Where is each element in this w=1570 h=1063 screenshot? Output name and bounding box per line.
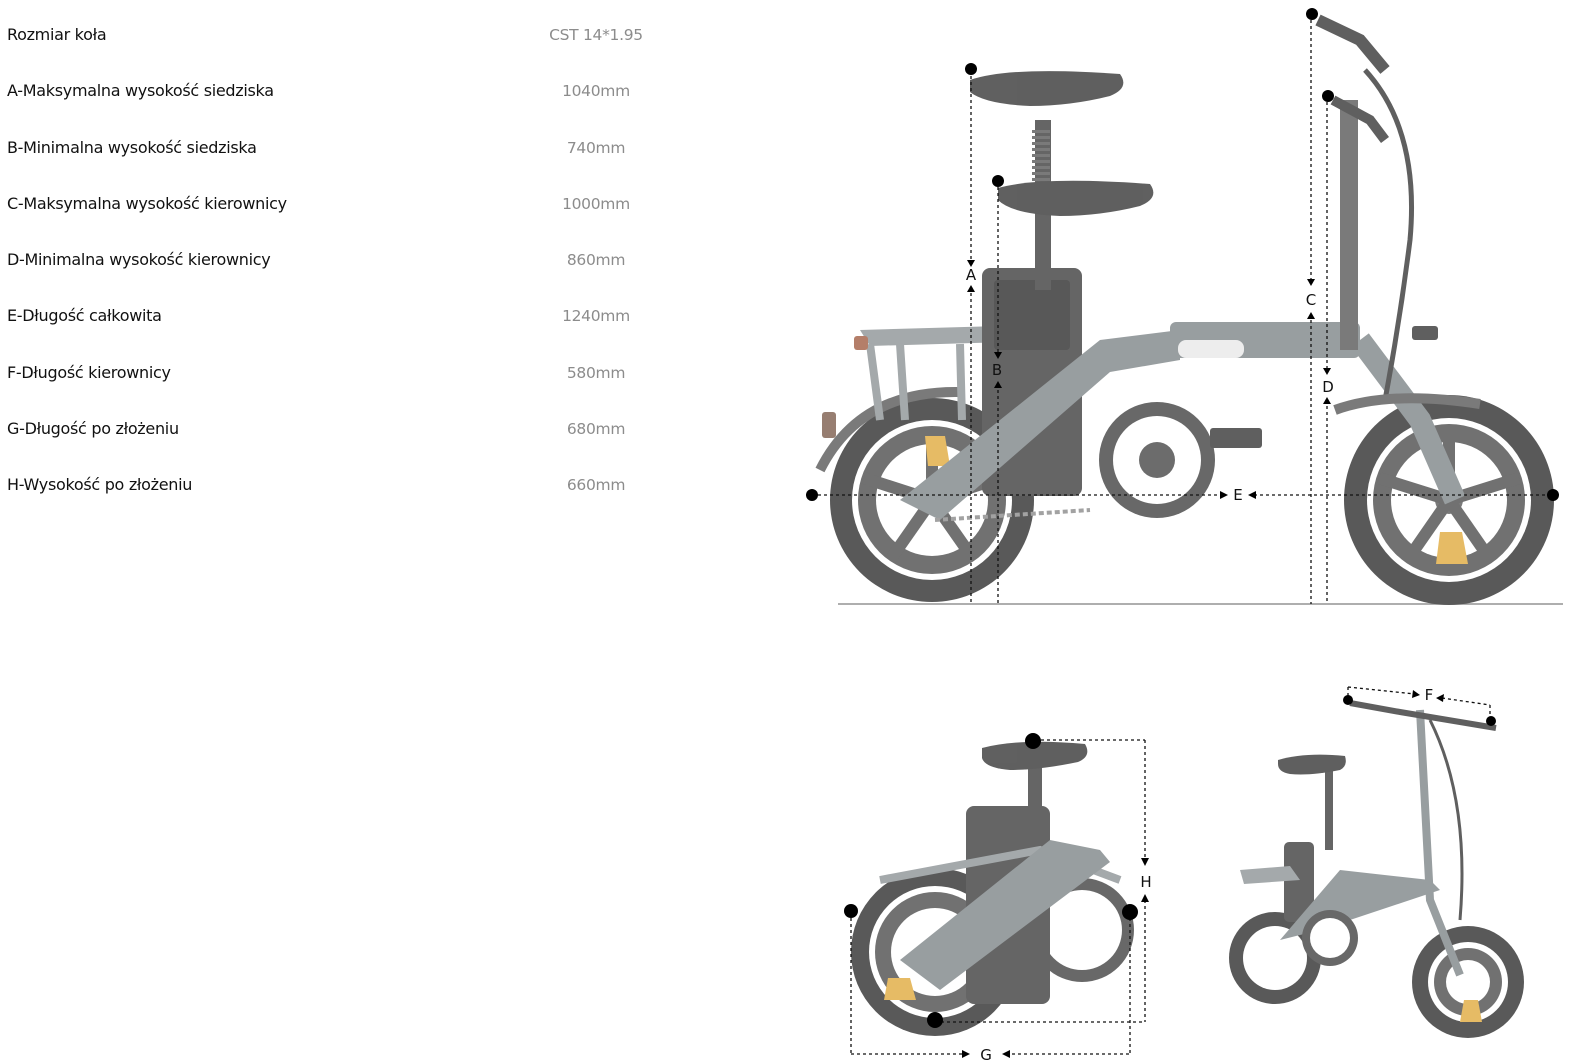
spec-value: 680mm — [566, 420, 626, 438]
spec-value: 1240mm — [562, 307, 630, 325]
marker-G: G — [980, 1046, 992, 1063]
spec-label: D-Minimalna wysokość kierownicy — [7, 250, 271, 269]
marker-C: C — [1306, 291, 1316, 309]
spec-value: 1000mm — [562, 195, 630, 213]
spec-label: Rozmiar koła — [7, 25, 107, 44]
folded-dimension-lines — [850, 739, 1146, 1055]
handlebar-view-bike — [1229, 700, 1524, 1038]
spec-row: F-Długość kierownicy 580mm — [0, 358, 700, 388]
spec-row: A-Maksymalna wysokość siedziska 1040mm — [0, 76, 700, 106]
dimension-lines — [812, 14, 1553, 604]
spec-value: 660mm — [566, 476, 626, 494]
folded-bike — [851, 741, 1134, 1036]
spec-label: A-Maksymalna wysokość siedziska — [7, 81, 274, 100]
handlebar-dimension-endpoints — [1343, 690, 1496, 726]
spec-label: C-Maksymalna wysokość kierownicy — [7, 194, 287, 213]
spec-row: C-Maksymalna wysokość kierownicy 1000mm — [0, 189, 700, 219]
spec-label: B-Minimalna wysokość siedziska — [7, 138, 257, 157]
spec-row: H-Wysokość po złożeniu 660mm — [0, 470, 700, 500]
spec-row: B-Minimalna wysokość siedziska 740mm — [0, 133, 700, 163]
spec-label: F-Długość kierownicy — [7, 363, 171, 382]
spec-value: CST 14*1.95 — [549, 26, 643, 44]
folded-dimension-endpoints — [844, 733, 1149, 1058]
marker-F: F — [1425, 686, 1434, 704]
marker-B: B — [992, 361, 1002, 379]
spec-label: G-Długość po złożeniu — [7, 419, 179, 438]
marker-A: A — [966, 266, 977, 284]
bike-side-view — [815, 14, 1563, 605]
marker-H: H — [1140, 873, 1151, 891]
dimension-endpoints — [806, 8, 1559, 501]
spec-label: H-Wysokość po złożeniu — [7, 475, 193, 494]
marker-E: E — [1233, 486, 1242, 504]
spec-row: D-Minimalna wysokość kierownicy 860mm — [0, 245, 700, 275]
spec-value: 740mm — [566, 139, 626, 157]
spec-row: E-Długość całkowita 1240mm — [0, 301, 700, 331]
spec-row: G-Długość po złożeniu 680mm — [0, 414, 700, 444]
marker-D: D — [1322, 378, 1334, 396]
spec-value: 1040mm — [562, 82, 630, 100]
arrowheads — [967, 260, 1331, 499]
spec-row: Rozmiar koła CST 14*1.95 — [0, 20, 700, 50]
spec-label: E-Długość całkowita — [7, 306, 162, 325]
spec-value: 580mm — [566, 364, 626, 382]
spec-value: 860mm — [566, 251, 626, 269]
